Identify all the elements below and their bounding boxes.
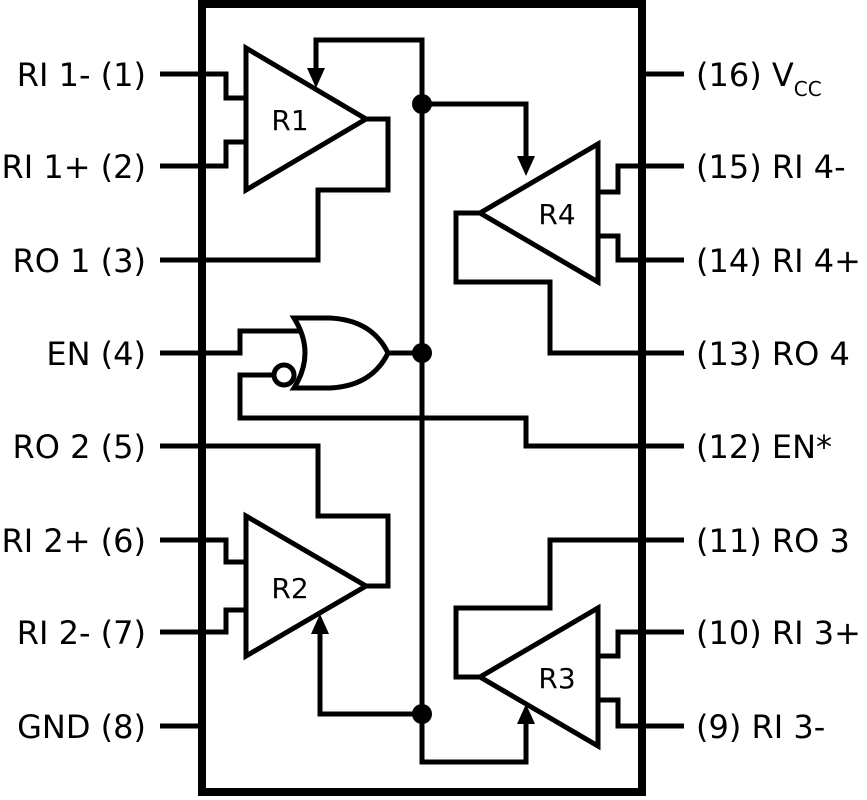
receiver-r3-label: R3 [538, 662, 575, 695]
r2-input-plus-wire [202, 537, 246, 565]
pin-16-label-sub: CC [794, 77, 822, 101]
pin-13-label: (13) RO 4 [696, 335, 850, 373]
pin-9-label: (9) RI 3- [696, 708, 825, 746]
pin-5-label: RO 2 (5) [13, 428, 146, 466]
r1-input-minus-wire [202, 71, 246, 101]
r2-enable-arrowhead [311, 614, 329, 634]
r4-enable-wire [422, 101, 529, 158]
r4-input-plus-wire [598, 233, 642, 263]
pin-3-label: RO 1 (3) [13, 242, 146, 280]
pin-14-label: (14) RI 4+ [696, 242, 861, 280]
receiver-r2-label: R2 [271, 572, 308, 605]
receiver-r1-label: R1 [271, 104, 308, 137]
r1-enable-arrowhead [307, 68, 325, 88]
pin-10-label: (10) RI 3+ [696, 614, 861, 652]
r3-input-plus-wire [598, 629, 642, 659]
r3-input-minus-wire [598, 697, 642, 729]
enable-inverter-bubble [271, 362, 297, 388]
pin-16-label: (16) VCC [696, 56, 822, 101]
r2-enable-wire [317, 632, 422, 717]
ic-package-outline [198, 0, 646, 796]
receiver-r4-triangle [475, 139, 601, 287]
r2-input-minus-wire [202, 607, 246, 635]
en-input-wire [202, 328, 300, 356]
pin-7-label: RI 2- (7) [17, 614, 146, 652]
receiver-r1-triangle [243, 43, 371, 195]
r1-input-plus-wire [202, 139, 246, 169]
receiver-r3-triangle [475, 603, 601, 751]
pin-6-label: RI 2+ (6) [1, 522, 146, 560]
r4-output-wire [453, 210, 642, 356]
r3-enable-wire [419, 714, 529, 765]
receiver-r2-triangle [243, 511, 371, 661]
pin-12-label: (12) EN* [696, 428, 832, 466]
r4-input-minus-wire [598, 163, 642, 195]
en-star-input-wire [237, 372, 642, 449]
receiver-r4-label: R4 [538, 198, 575, 231]
r1-enable-wire [313, 37, 425, 104]
r1-output-wire [202, 116, 391, 263]
pin-15-label: (15) RI 4- [696, 148, 846, 186]
r4-enable-arrowhead [517, 156, 535, 176]
pin-16-label-main: (16) V [696, 56, 794, 94]
r3-output-wire [453, 537, 642, 680]
r2-output-wire [202, 443, 391, 589]
r3-enable-arrowhead [517, 704, 535, 724]
pin-4-label: EN (4) [46, 335, 146, 373]
pin-11-label: (11) RO 3 [696, 522, 850, 560]
pin-2-label: RI 1+ (2) [1, 148, 146, 186]
pin-8-label: GND (8) [17, 708, 146, 746]
pin-1-label: RI 1- (1) [17, 56, 146, 94]
enable-or-gate [289, 315, 391, 391]
